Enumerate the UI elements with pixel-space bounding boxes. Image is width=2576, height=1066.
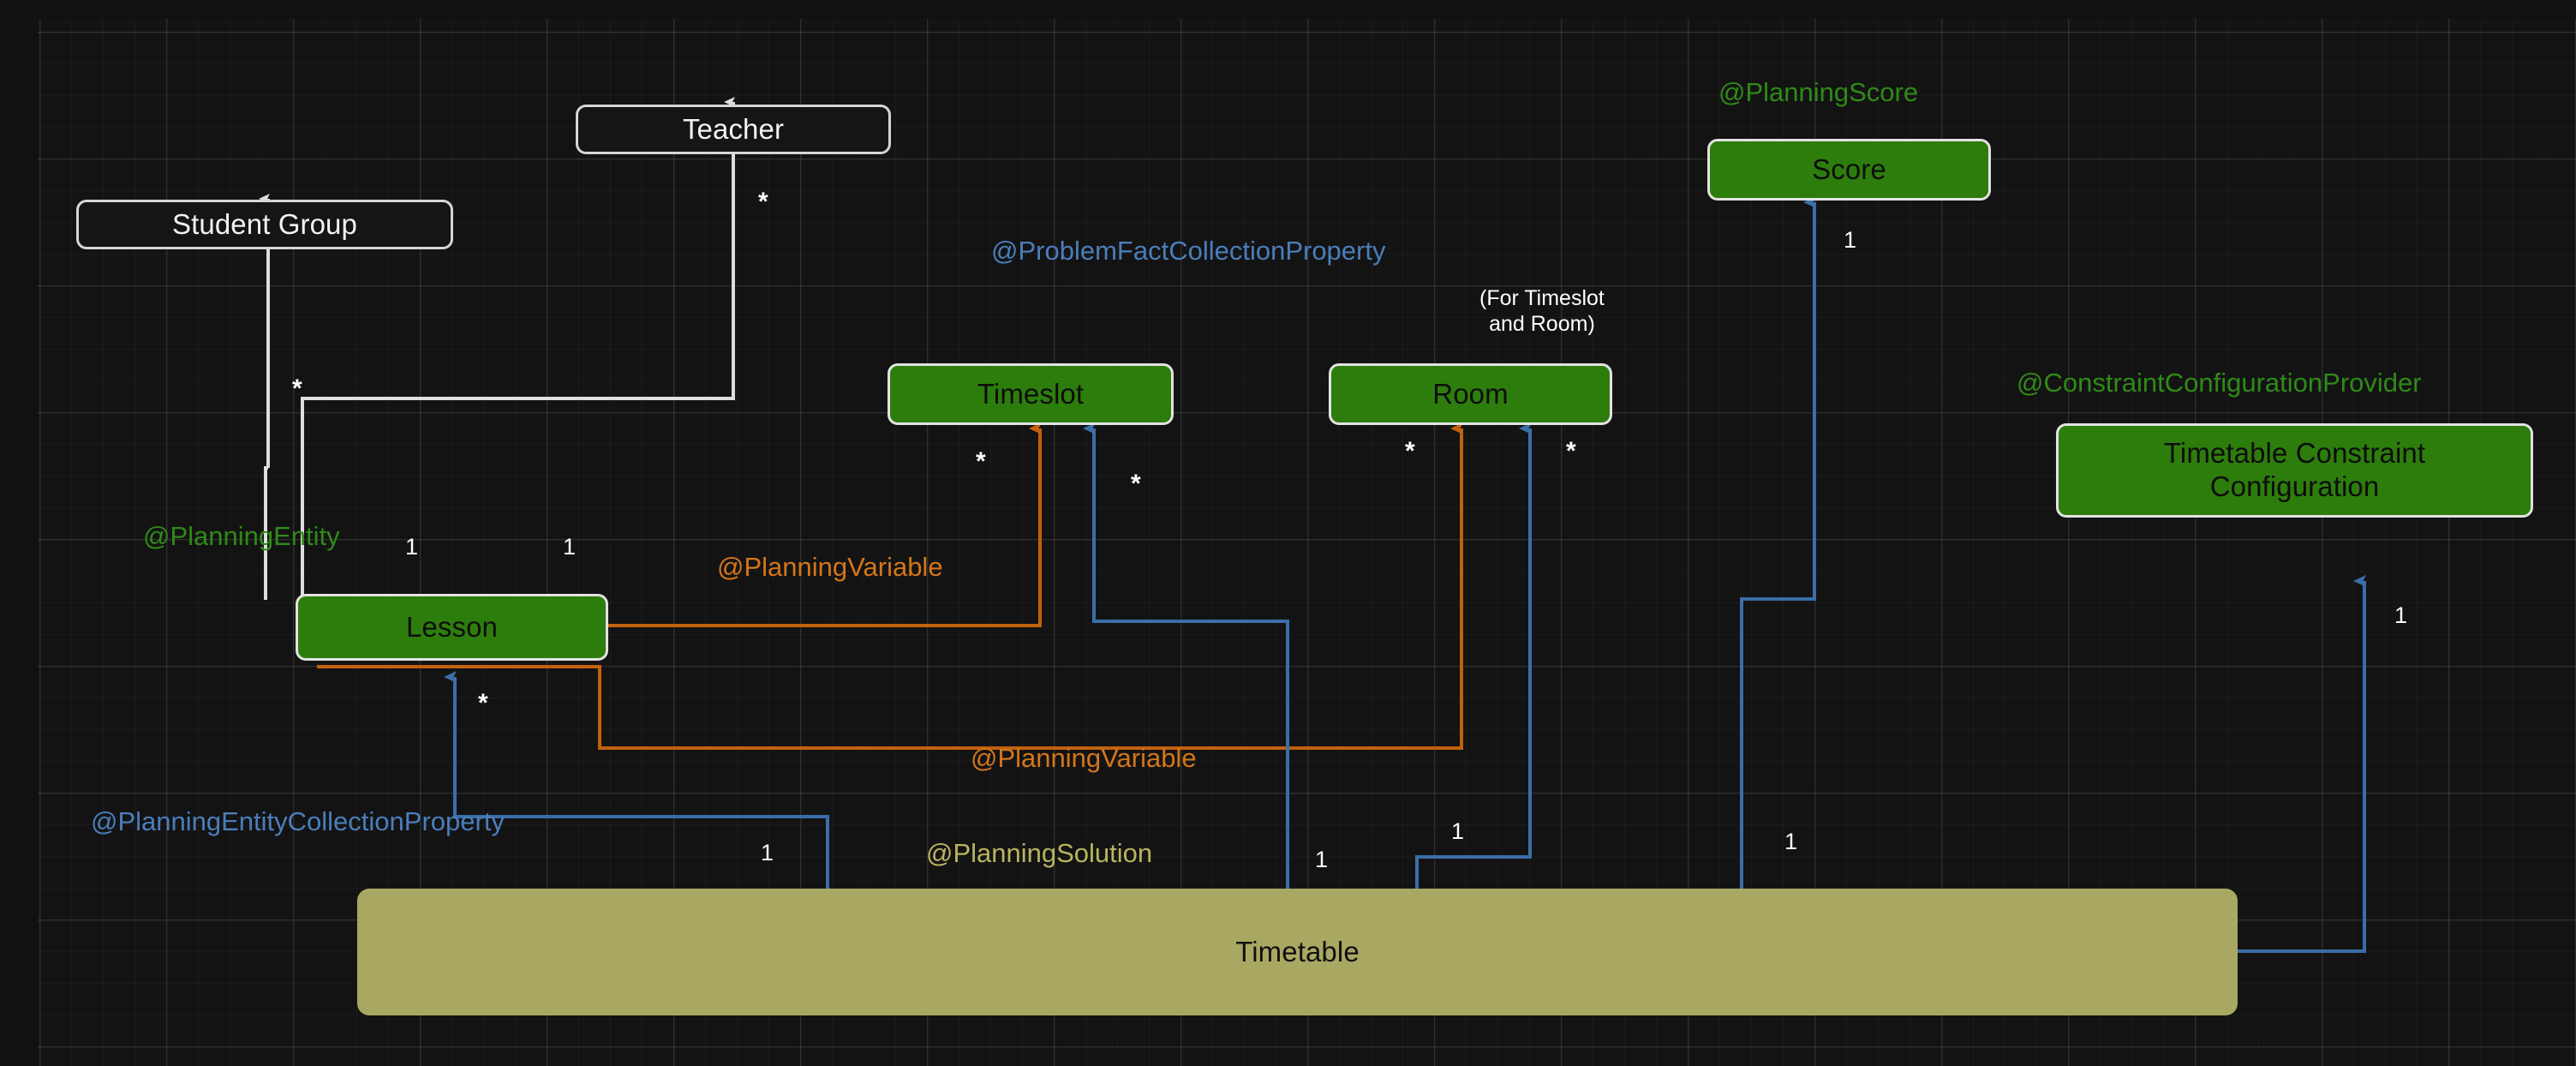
- node-room[interactable]: Room: [1329, 363, 1612, 425]
- edge-timetable-lesson: [444, 671, 829, 894]
- annotation-problem-fact-note: (For Timeslot and Room): [1479, 286, 1605, 336]
- multiplicity-score-one: 1: [1844, 227, 1857, 253]
- edge-lesson-teacher: [301, 397, 305, 600]
- multiplicity-timeslot-star-left: *: [976, 447, 986, 476]
- multiplicity-lesson-teacher-one: 1: [563, 534, 577, 560]
- node-student-group-label: Student Group: [172, 207, 357, 240]
- edge-lesson-teacher-head: [305, 97, 735, 400]
- multiplicity-timetable-constraint-one: 1: [2394, 602, 2408, 628]
- node-lesson-label: Lesson: [405, 610, 498, 643]
- multiplicity-timetable-timeslot-one: 1: [1315, 847, 1329, 872]
- multiplicity-timetable-room-one: 1: [1451, 818, 1465, 844]
- multiplicity-timeslot-star-right: *: [1131, 470, 1141, 498]
- multiplicity-teacher-star: *: [758, 188, 768, 216]
- annotation-problem-fact-collection-property: @ProblemFactCollectionProperty: [991, 236, 1386, 266]
- node-timeslot-label: Timeslot: [977, 377, 1085, 410]
- multiplicity-room-star-left: *: [1405, 437, 1415, 465]
- annotation-constraint-configuration-provider: @ConstraintConfigurationProvider: [2017, 368, 2422, 398]
- annotation-planning-entity-collection-property: @PlanningEntityCollectionProperty: [91, 806, 505, 836]
- node-teacher[interactable]: Teacher: [576, 105, 891, 154]
- multiplicity-room-star-right: *: [1566, 437, 1576, 465]
- multiplicity-lesson-star: *: [478, 689, 488, 717]
- node-room-label: Room: [1432, 377, 1509, 410]
- node-lesson[interactable]: Lesson: [296, 594, 608, 661]
- multiplicity-timetable-score-one: 1: [1784, 829, 1798, 854]
- edge-timetable-timeslot: [1083, 422, 1289, 894]
- edge-timetable-room: [1415, 422, 1532, 894]
- node-teacher-label: Teacher: [682, 112, 785, 145]
- node-timetable-label: Timetable: [1235, 935, 1360, 967]
- node-score-label: Score: [1812, 153, 1886, 185]
- node-constraint-config-label: Timetable Constraint Configuration: [2163, 437, 2426, 502]
- annotation-planning-variable-timeslot: @PlanningVariable: [717, 552, 943, 582]
- multiplicity-lesson-student-group-one: 1: [405, 534, 419, 560]
- node-score[interactable]: Score: [1707, 139, 1991, 201]
- annotation-planning-solution: @PlanningSolution: [926, 838, 1153, 868]
- edge-lesson-room: [317, 422, 1463, 750]
- annotation-planning-variable-room: @PlanningVariable: [971, 743, 1197, 773]
- multiplicity-student-group-star: *: [292, 374, 302, 403]
- node-student-group[interactable]: Student Group: [76, 200, 453, 249]
- node-timeslot[interactable]: Timeslot: [888, 363, 1174, 425]
- edge-timetable-score: [1740, 196, 1816, 894]
- multiplicity-timetable-lesson-one: 1: [761, 840, 774, 865]
- node-timetable-constraint-configuration[interactable]: Timetable Constraint Configuration: [2056, 423, 2533, 518]
- annotation-planning-entity: @PlanningEntity: [143, 521, 340, 551]
- annotation-planning-score: @PlanningScore: [1718, 77, 1919, 107]
- node-timetable[interactable]: Timetable: [357, 889, 2238, 1015]
